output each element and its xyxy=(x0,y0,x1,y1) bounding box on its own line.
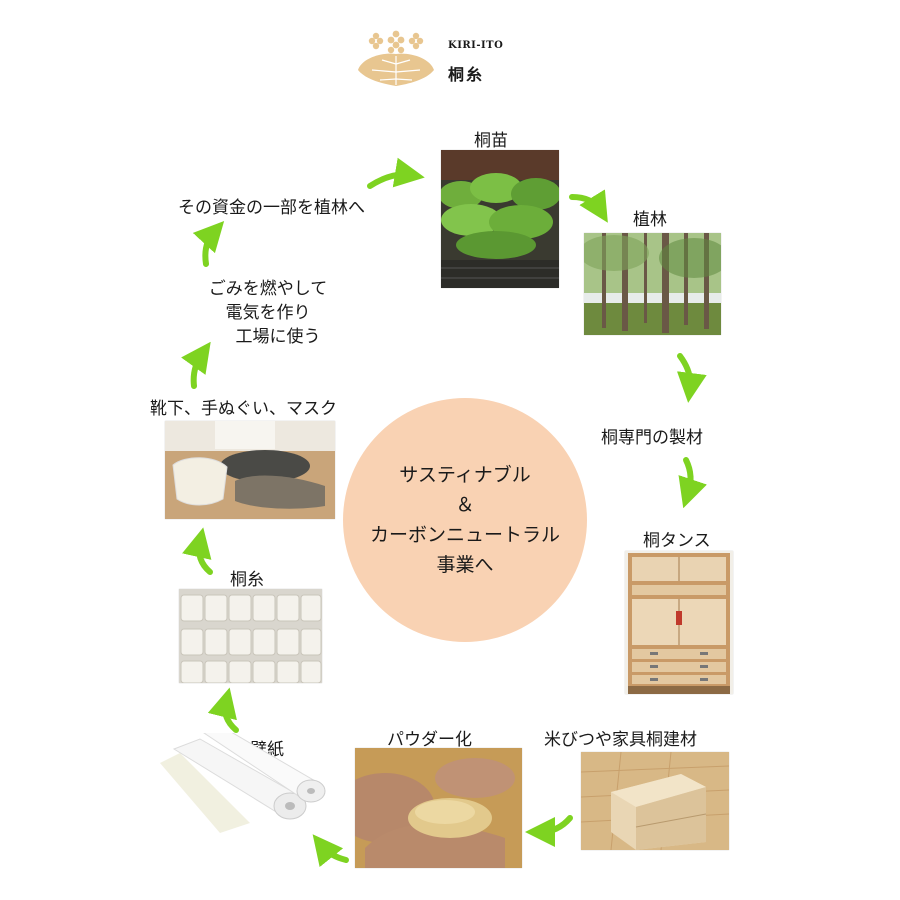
photo-products xyxy=(165,421,335,519)
step-label-forest: 植林 xyxy=(633,210,667,230)
photo-powder xyxy=(355,748,522,868)
green-curved-arrow-icon xyxy=(676,353,707,403)
photo-forest xyxy=(584,233,721,335)
green-curved-arrow-icon xyxy=(525,815,573,847)
brand-name-en: KIRI-ITO xyxy=(448,40,504,51)
step-label-energy: ごみを燃やして 電気を作り 工場に使う xyxy=(183,277,353,349)
step-label-yarn: 桐糸 xyxy=(230,570,264,590)
green-curved-arrow-icon xyxy=(182,527,213,575)
photo-wallpaper xyxy=(160,733,327,835)
photo-yarn-cones xyxy=(179,589,322,683)
green-curved-arrow-icon xyxy=(192,220,225,267)
green-curved-arrow-icon xyxy=(367,157,425,189)
center-line: カーボンニュートラル xyxy=(369,524,560,546)
green-curved-arrow-icon xyxy=(181,341,211,389)
center-line: サスティナブル xyxy=(399,464,531,486)
center-line: ＆ xyxy=(455,494,475,516)
energy-line: 電気を作り xyxy=(225,303,311,323)
step-label-funding: その資金の一部を植林へ xyxy=(178,198,365,218)
energy-line: ごみを燃やして xyxy=(208,279,328,299)
step-label-products: 靴下、手ぬぐい、マスク xyxy=(150,399,337,419)
center-message: サスティナブル ＆ カーボンニュートラル 事業へ xyxy=(343,398,587,642)
center-line: 事業へ xyxy=(436,554,494,576)
green-curved-arrow-icon xyxy=(678,457,707,509)
step-label-lumber: 桐専門の製材 xyxy=(601,428,703,448)
paulownia-crest-icon xyxy=(358,30,434,86)
step-label-powder: パウダー化 xyxy=(387,730,472,750)
photo-seedlings xyxy=(441,150,559,288)
green-curved-arrow-icon xyxy=(312,834,349,868)
brand-logo: KIRI-ITO 桐糸 xyxy=(352,30,522,90)
step-label-furniture: 米びつや家具桐建材 xyxy=(544,730,697,750)
energy-line: 工場に使う xyxy=(235,327,321,347)
brand-name-jp: 桐糸 xyxy=(448,65,485,84)
photo-tansu xyxy=(625,551,733,694)
step-label-seedling: 桐苗 xyxy=(474,131,508,151)
green-curved-arrow-icon xyxy=(207,687,239,733)
green-curved-arrow-icon xyxy=(569,189,608,223)
step-label-tansu: 桐タンス xyxy=(643,531,711,551)
photo-rice-box xyxy=(581,752,729,850)
